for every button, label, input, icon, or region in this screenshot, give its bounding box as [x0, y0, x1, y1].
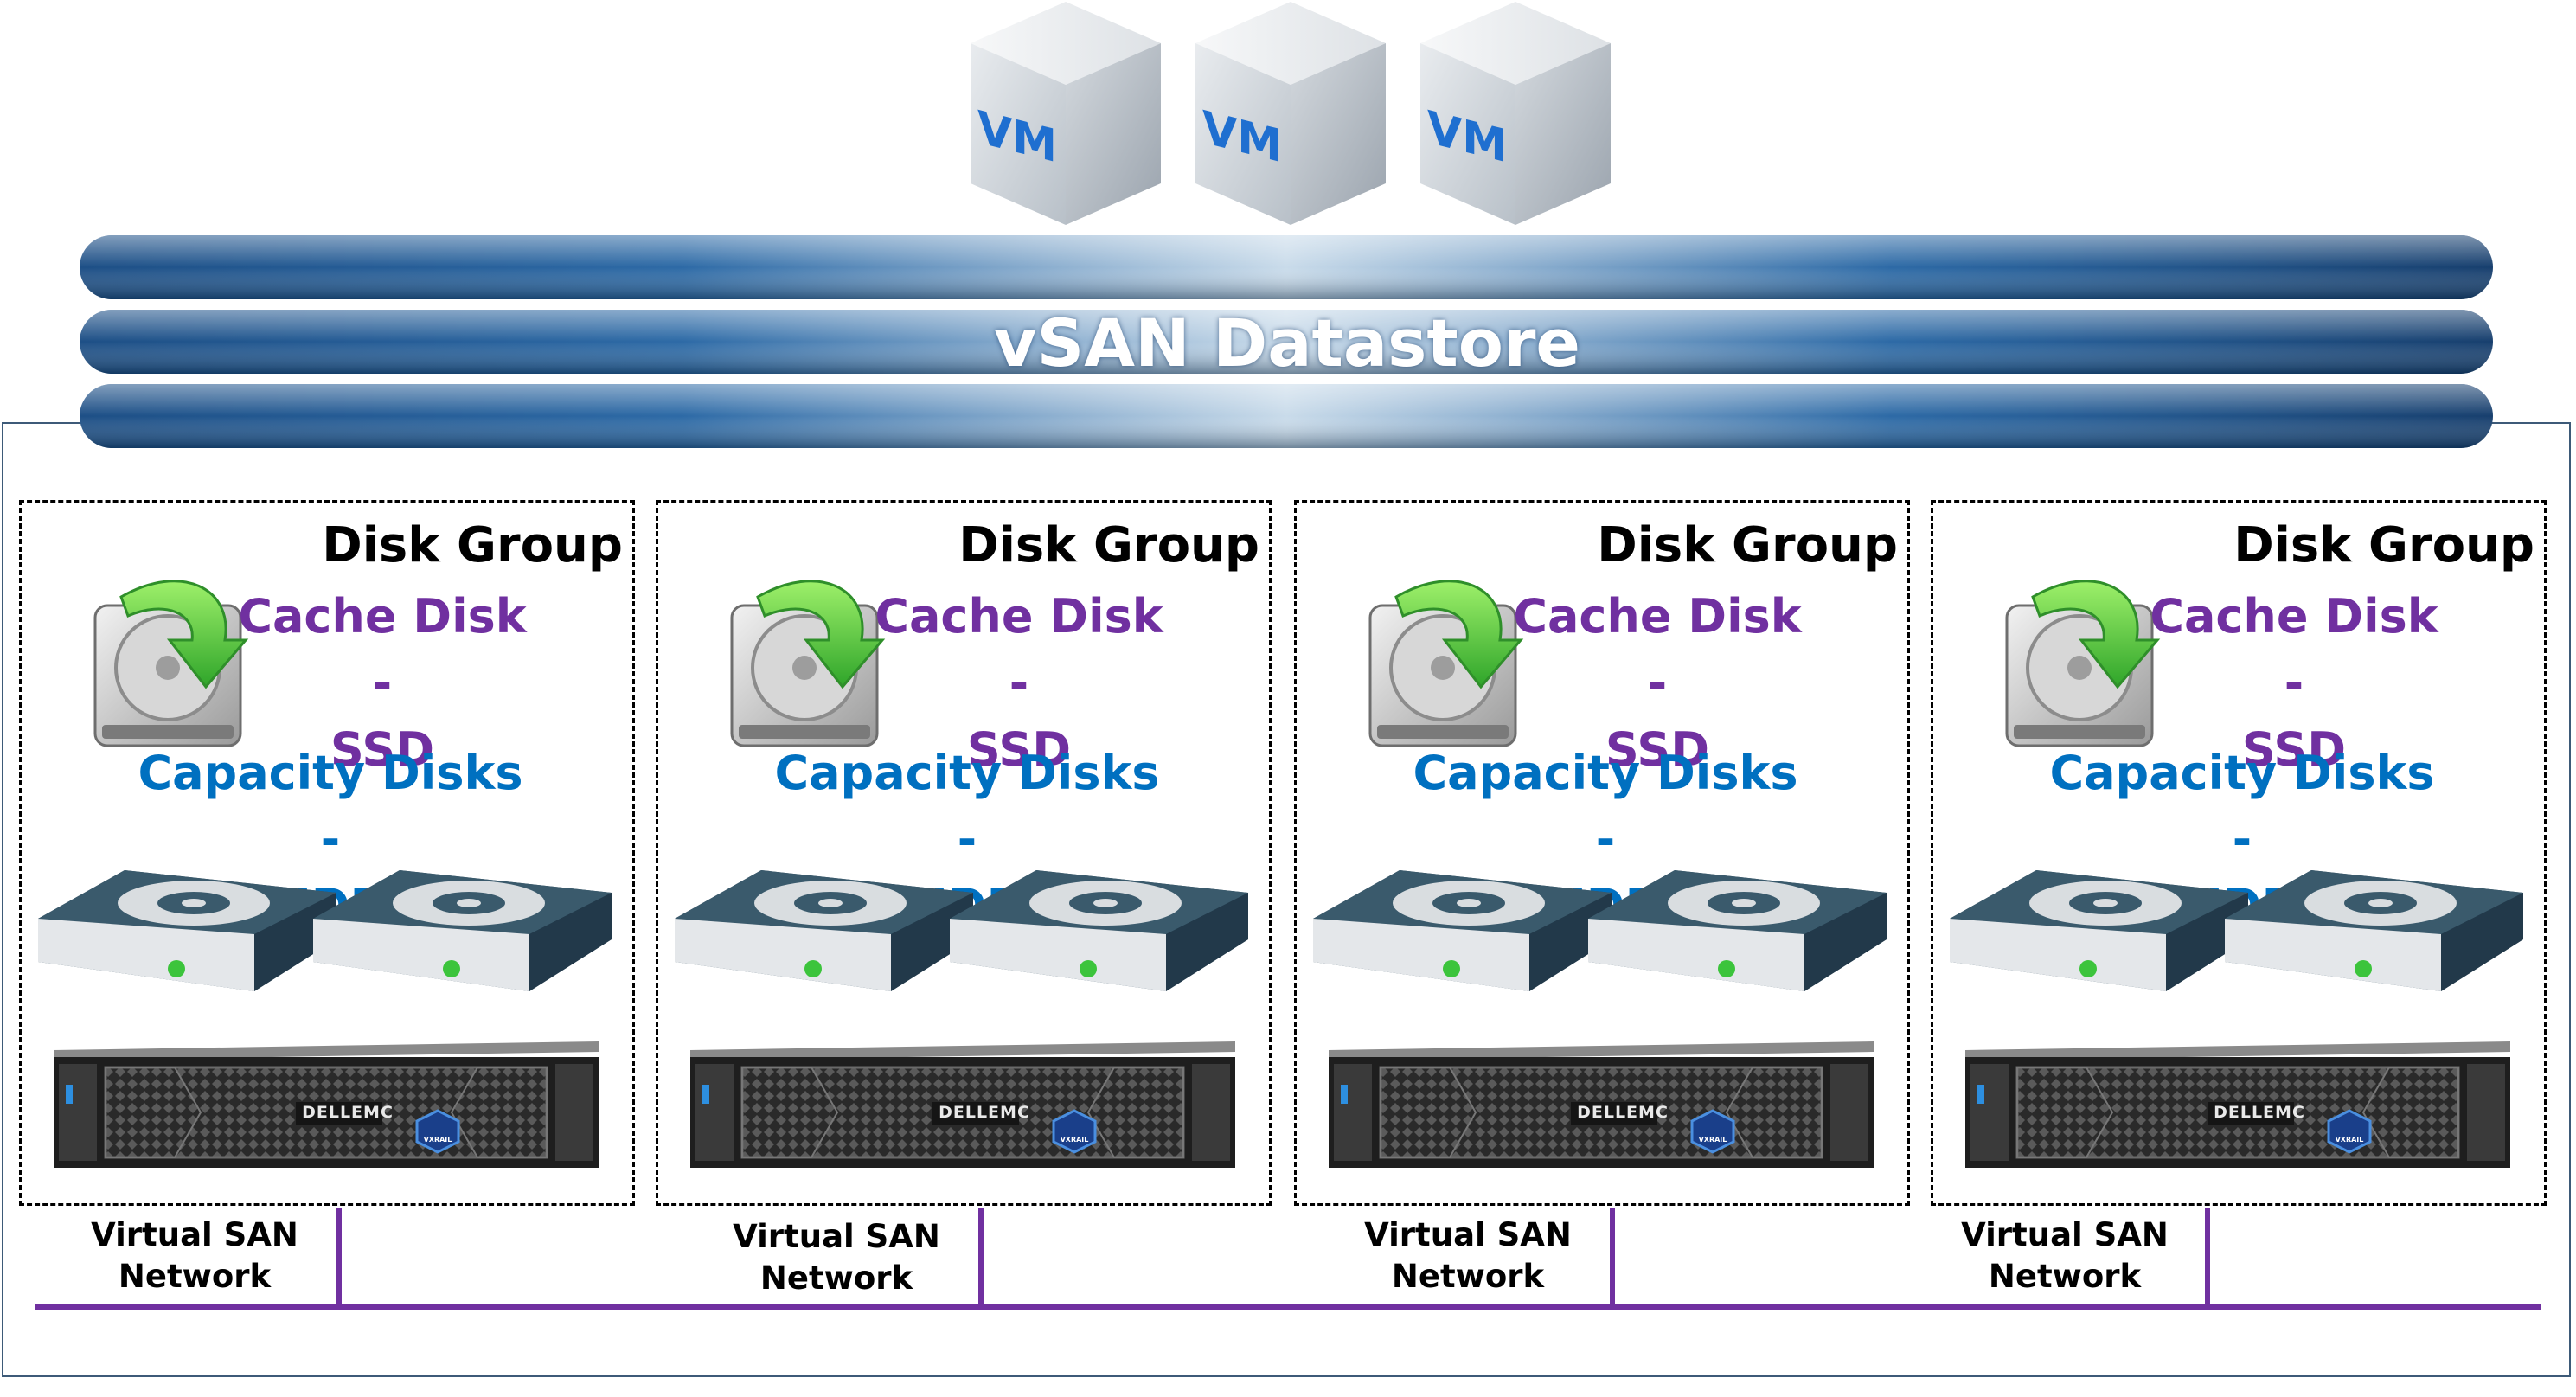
capacity-disk-icon — [1588, 870, 1887, 991]
server-brand-label: DELLEMC — [1577, 1103, 1669, 1122]
cache-disk-label-line2: SSD — [966, 722, 1072, 777]
network-label-line1: Virtual SAN — [733, 1218, 940, 1255]
capacity-disk-icon — [313, 870, 612, 991]
server-brand-label: DELLEMC — [2214, 1103, 2305, 1122]
disk-group-title: Disk Group — [958, 517, 1259, 574]
cache-disk-icon — [730, 580, 886, 747]
vm-cube-icon — [1195, 2, 1386, 225]
server-badge-label: VXRAIL — [2335, 1136, 2364, 1144]
server-badge-label: VXRAIL — [1060, 1136, 1089, 1144]
vxrail-server-icon — [1965, 1041, 2510, 1168]
disk-group: Disk Group Cache Disk - SSD Capacity Dis… — [656, 500, 1272, 1206]
vm-cube-icon — [1420, 2, 1611, 225]
network-label-line1: Virtual SAN — [1961, 1216, 2169, 1253]
network-label: Virtual SAN Network — [1351, 1214, 1585, 1298]
network-label-line2: Network — [118, 1258, 272, 1295]
capacity-disk-icon — [1313, 870, 1612, 991]
network-label: Virtual SAN Network — [78, 1214, 311, 1298]
disk-group-border — [1931, 500, 2547, 1206]
disk-group-border — [1294, 500, 1910, 1206]
capacity-disks-label: Capacity Disks - HDD — [1398, 740, 1813, 939]
network-label: Virtual SAN Network — [720, 1216, 953, 1299]
capacity-disks-label-line1: Capacity Disks - — [774, 746, 1160, 867]
datastore-bar — [80, 384, 2493, 448]
cache-disk-icon — [2005, 580, 2161, 747]
capacity-disks-label-line1: Capacity Disks - — [1413, 746, 1798, 867]
cache-disk-icon — [1368, 580, 1524, 747]
cache-disk-label: Cache Disk - SSD — [872, 583, 1166, 783]
cache-disk-label-line1: Cache Disk - — [2150, 589, 2438, 710]
disk-group: Disk Group Cache Disk - SSD Capacity Dis… — [1931, 500, 2547, 1206]
vm-cube-icon — [971, 2, 1161, 225]
cache-disk-label-line1: Cache Disk - — [875, 589, 1163, 710]
datastore-label: vSAN Datastore — [994, 304, 1580, 381]
server-badge-label: VXRAIL — [423, 1136, 452, 1144]
cache-disk-label-line1: Cache Disk - — [238, 589, 527, 710]
datastore-stack — [80, 235, 2493, 448]
network-label: Virtual SAN Network — [1948, 1214, 2182, 1298]
server-badge-label: VXRAIL — [1698, 1136, 1727, 1144]
server-brand-label: DELLEMC — [939, 1103, 1030, 1122]
cache-disk-label-line2: SSD — [330, 722, 435, 777]
cache-disk-label-line2: SSD — [1605, 722, 1710, 777]
datastore-bar — [80, 310, 2493, 374]
capacity-disk-icon — [675, 870, 973, 991]
datastore-bar — [80, 235, 2493, 299]
vxrail-server-icon — [690, 1041, 1235, 1168]
cache-disk-label: Cache Disk - SSD — [2147, 583, 2441, 783]
cache-disk-icon — [93, 580, 249, 747]
disk-group: Disk Group Cache Disk - SSD Capacity Dis… — [1294, 500, 1910, 1206]
vxrail-server-icon — [1329, 1041, 1874, 1168]
network-label-line1: Virtual SAN — [1364, 1216, 1572, 1253]
disk-group-title: Disk Group — [322, 517, 623, 574]
vm-group — [971, 2, 1611, 225]
capacity-disks-label-line1: Capacity Disks - — [2049, 746, 2435, 867]
cache-disk-label-line2: SSD — [2241, 722, 2347, 777]
disk-group-title: Disk Group — [2233, 517, 2534, 574]
disk-group-border — [656, 500, 1272, 1206]
vxrail-server-icon — [54, 1041, 599, 1168]
network-label-line1: Virtual SAN — [91, 1216, 298, 1253]
disk-group-border — [19, 500, 635, 1206]
capacity-disk-icon — [950, 870, 1248, 991]
cache-disk-label: Cache Disk - SSD — [1510, 583, 1804, 783]
cache-disk-label: Cache Disk - SSD — [235, 583, 529, 783]
network-label-line2: Network — [1988, 1258, 2142, 1295]
capacity-disks-label-line1: Capacity Disks - — [138, 746, 523, 867]
disk-group: Disk Group Cache Disk - SSD Capacity Dis… — [19, 500, 635, 1206]
cache-disk-label-line1: Cache Disk - — [1513, 589, 1802, 710]
disk-group-title: Disk Group — [1597, 517, 1898, 574]
capacity-disk-icon — [2225, 870, 2523, 991]
network-label-line2: Network — [1391, 1258, 1545, 1295]
network-label-line2: Network — [759, 1259, 913, 1297]
server-brand-label: DELLEMC — [302, 1103, 394, 1122]
